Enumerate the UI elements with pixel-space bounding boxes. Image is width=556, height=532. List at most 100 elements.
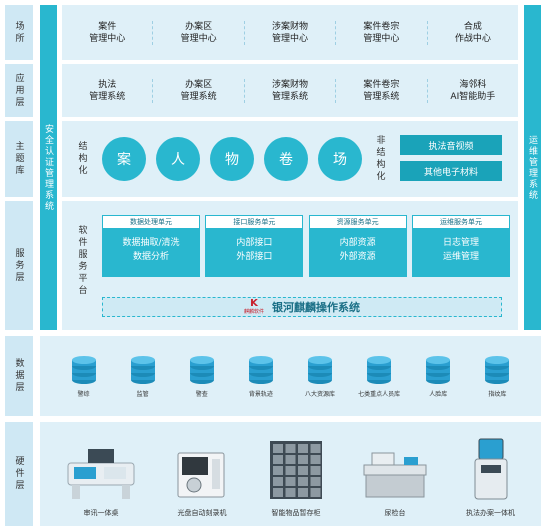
os-name: 银河麒麟操作系统 [272,301,360,314]
service-unit-0: 数据处理单元数据抽取/清洗数据分析 [102,215,200,277]
service-units: 数据处理单元数据抽取/清洗数据分析接口服务单元内部接口外部接口资源服务单元内部资… [102,215,510,277]
theme-button-av: 执法音视频 [400,135,502,155]
service-unit-body: 日志管理运维管理 [412,229,509,277]
database-icon [308,355,333,384]
urine-test-station-icon [360,451,430,505]
service-unit-line: 内部接口 [236,238,273,248]
service-unit-line: 外部接口 [236,252,273,262]
database-item: 监管 [119,355,167,398]
database-icon [71,355,96,384]
site-row: 案件 管理中心办案区 管理中心涉案财物 管理中心案件卷宗 管理中心 合成 作战中心 [62,5,518,60]
theme-circle-3: 卷 [264,137,308,181]
hardware-item: 光盘自动刻录机 [172,443,232,518]
data-row: 警综 监管 警查 背景轨迹 八大资源库 七类重点人员库 人脸库 指纹库 [40,336,541,416]
kylin-logo: K 麒麟软件 [243,298,264,316]
hardware-label: 光盘自动刻录机 [177,509,227,517]
layer-label-app: 应用层 [5,64,33,117]
database-icon [189,355,214,384]
database-icon [248,355,273,384]
database-label: 警查 [195,390,208,398]
database-label: 警综 [77,390,90,398]
disc-burner-icon [172,443,232,505]
database-label: 人脸库 [429,390,448,398]
database-label: 八大资源库 [305,390,336,398]
app-item-4: 海邻科 AI智能助手 [450,79,496,102]
layer-label-theme: 主题库 [5,121,33,197]
kylin-logo-text: 麒麟软件 [243,309,264,315]
kiosk-icon [471,437,511,505]
service-unit-body: 数据抽取/清洗数据分析 [103,229,199,277]
database-icon [485,355,510,384]
hardware-row: 审讯一体桌 光盘自动刻录机 智能物品暂存柜 尿检台 执法办案一体机 [40,422,541,526]
storage-cabinet-icon [268,439,324,505]
service-unit-title: 接口服务单元 [206,216,303,229]
hardware-label: 尿检台 [384,509,406,517]
theme-circle-0: 案 [102,137,146,181]
interrogation-desk-icon [66,443,136,505]
service-row: 软件服务平台 数据处理单元数据抽取/清洗数据分析接口服务单元内部接口外部接口资源… [62,201,518,330]
hardware-item: 审讯一体桌 [66,443,136,518]
service-unit-3: 运维服务单元日志管理运维管理 [411,215,510,277]
service-unit-body: 内部资源外部资源 [309,229,406,277]
database-label: 七类重点人员库 [358,390,401,398]
service-unit-line: 数据抽取/清洗 [122,238,180,248]
service-unit-line: 内部资源 [339,238,376,248]
app-row: 执法 管理系统办案区 管理系统涉案财物 管理系统案件卷宗 管理系统海邻科 AI智… [62,64,518,117]
database-icon [367,355,392,384]
service-unit-title: 运维服务单元 [412,216,509,229]
site-item-1: 办案区 管理中心 [153,20,245,45]
service-unit-line: 数据分析 [132,252,169,262]
theme-circle-4: 场 [318,137,362,181]
site-item-3: 案件卷宗 管理中心 [336,20,428,45]
hardware-item: 尿检台 [360,451,430,518]
hardware-label: 审讯一体桌 [83,509,119,517]
service-unit-body: 内部接口外部接口 [206,229,303,277]
site-item-2: 涉案财物 管理中心 [245,20,337,45]
kylin-logo-icon: K [250,298,258,309]
theme-button-other: 其他电子材料 [400,161,502,181]
layer-label-hardware: 硬件层 [5,422,33,526]
unstructured-label: 非结构化 [374,135,385,183]
service-unit-line: 外部资源 [339,252,376,262]
database-icon [130,355,155,384]
circle-group: 案人物卷场 [102,137,362,181]
service-unit-1: 接口服务单元内部接口外部接口 [205,215,304,277]
app-item-0: 执法 管理系统 [62,78,154,103]
theme-circle-1: 人 [156,137,200,181]
theme-row: 结构化 案人物卷场 非结构化 执法音视频 其他电子材料 [62,121,518,197]
layer-label-site: 场所 [5,5,33,60]
service-unit-line: 运维管理 [442,252,479,262]
hardware-item: 智能物品暂存柜 [268,439,324,518]
site-item-4: 合成 作战中心 [454,21,491,44]
hardware-item: 执法办案一体机 [466,437,515,518]
service-unit-title: 数据处理单元 [103,216,199,229]
security-system-bar: 安全认证管理系统 [40,5,57,330]
database-item: 背景轨迹 [237,355,285,398]
database-item: 七类重点人员库 [355,355,403,398]
database-label: 监管 [136,390,149,398]
service-unit-line: 日志管理 [442,238,479,248]
database-label: 指纹库 [488,390,507,398]
layer-label-data: 数据层 [5,336,33,416]
layer-label-service: 服务层 [5,201,33,330]
os-bar: K 麒麟软件 银河麒麟操作系统 [102,297,502,317]
app-item-3: 案件卷宗 管理系统 [336,78,428,103]
structured-label: 结构化 [76,141,87,177]
database-item: 警查 [178,355,226,398]
service-unit-title: 资源服务单元 [309,216,406,229]
app-item-2: 涉案财物 管理系统 [245,78,337,103]
database-item: 警综 [60,355,108,398]
hardware-label: 智能物品暂存柜 [271,509,321,517]
site-item-0: 案件 管理中心 [62,20,154,45]
database-icon [426,355,451,384]
database-item: 指纹库 [473,355,521,398]
ops-system-bar: 运维管理系统 [524,5,541,330]
database-label: 背景轨迹 [248,390,273,398]
theme-circle-2: 物 [210,137,254,181]
app-item-1: 办案区 管理系统 [153,78,245,103]
platform-label: 软件服务平台 [76,225,87,297]
database-item: 人脸库 [414,355,462,398]
hardware-label: 执法办案一体机 [466,509,515,517]
database-item: 八大资源库 [296,355,344,398]
service-unit-2: 资源服务单元内部资源外部资源 [308,215,407,277]
